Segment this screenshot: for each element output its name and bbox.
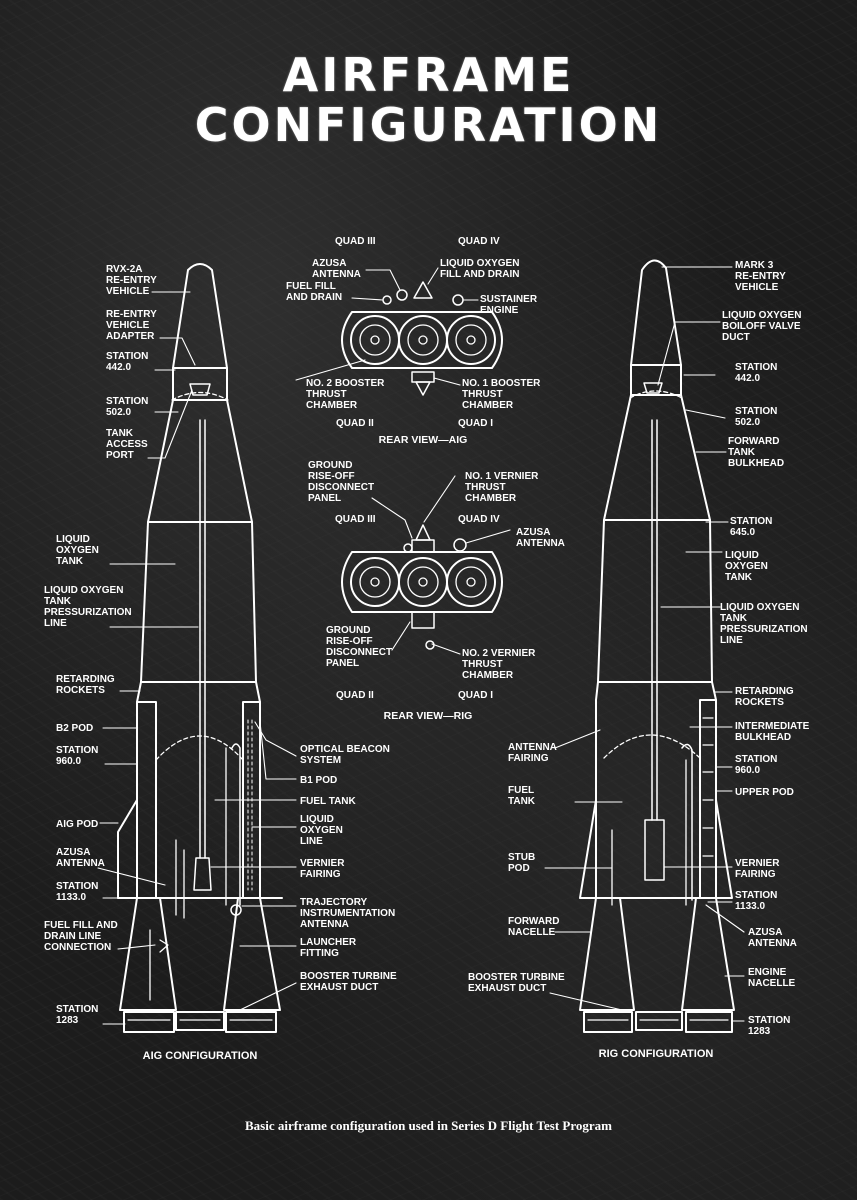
rig-configuration-label: RIG CONFIGURATION — [599, 1048, 714, 1060]
label-aig-pod: AIG POD — [56, 819, 98, 830]
aig-rocket-outline — [117, 263, 283, 1033]
rear-view-rig-drawing — [341, 524, 503, 650]
quad-iv-rig: QUAD IV — [458, 514, 500, 525]
quad-i-rig: QUAD I — [458, 690, 493, 701]
label-upper-pod: UPPER POD — [735, 787, 794, 798]
quad-ii-rig: QUAD II — [336, 690, 374, 701]
label-b2-pod: B2 POD — [56, 723, 93, 734]
rear-view-aig-label: REAR VIEW—AIG — [379, 434, 468, 446]
rear-view-aig-drawing — [341, 281, 503, 396]
quad-iii-rig: QUAD III — [335, 514, 376, 525]
leader-lines — [97, 266, 745, 1025]
quad-iii-aig: QUAD III — [335, 236, 376, 247]
quad-ii-aig: QUAD II — [336, 418, 374, 429]
title-line-2: CONFIGURATION — [194, 98, 663, 152]
caption: Basic airframe configuration used in Ser… — [245, 1118, 612, 1133]
rear-view-rig-label: REAR VIEW—RIG — [384, 710, 473, 722]
rig-rocket-outline — [579, 259, 735, 1033]
quad-i-aig: QUAD I — [458, 418, 493, 429]
quad-iv-aig: QUAD IV — [458, 236, 500, 247]
label-fuel-tank: FUEL TANK — [300, 796, 357, 807]
label-b1-pod: B1 POD — [300, 775, 337, 786]
aig-configuration-label: AIG CONFIGURATION — [143, 1050, 258, 1062]
title-line-1: AIRFRAME — [282, 48, 575, 102]
